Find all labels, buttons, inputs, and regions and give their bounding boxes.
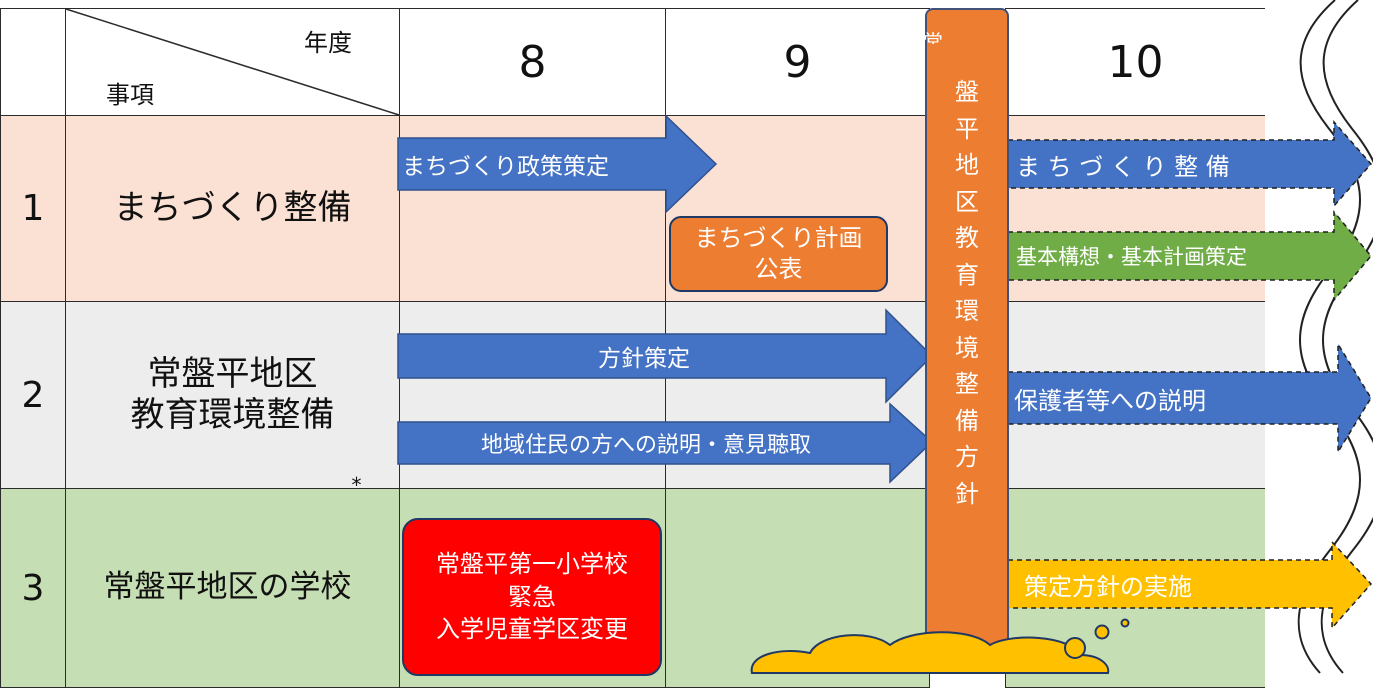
- implement-arrow-label: 策定方針の実施: [1024, 572, 1192, 601]
- plan-publish-box: まちづくり計画 公表: [669, 216, 888, 292]
- maintenance-arrow-label: ま ち づ く り 整 備: [1016, 152, 1230, 181]
- pillar-top-char: 常: [923, 32, 943, 44]
- hoshin-arrow-label: 方針策定: [598, 346, 690, 372]
- guardians-arrow: [1007, 341, 1372, 455]
- year-header-10: 10: [1005, 8, 1265, 116]
- header-corner-cell: 年度 事項: [65, 8, 400, 116]
- footnote-mark: *: [351, 473, 362, 497]
- concept-arrow: [1007, 209, 1372, 303]
- policy-pillar: 常 盤 平 地 区 教 育 環 境 整 備 方 針: [923, 8, 1009, 673]
- corner-diagonal: [65, 8, 400, 116]
- row-label-3: 常盤平地区の学校 *: [65, 473, 400, 688]
- row-number-2: 2: [0, 301, 66, 489]
- row-number-1: 1: [0, 115, 66, 302]
- pillar-char: 盤: [955, 78, 979, 106]
- pillar-char: 地: [955, 151, 979, 179]
- hoshin-arrow: [397, 308, 934, 404]
- concept-arrow-label: 基本構想・基本計画策定: [1016, 245, 1247, 269]
- policy-arrow: [397, 114, 718, 214]
- pillar-char: 教: [955, 224, 979, 252]
- row-label-2: 常盤平地区 教育環境整備: [65, 301, 400, 489]
- pillar-char: 備: [955, 406, 979, 435]
- year-header-9: 9: [665, 8, 930, 116]
- row-number-3: 3: [0, 488, 66, 688]
- residents-arrow: [397, 402, 934, 484]
- year-header-8: 8: [399, 8, 666, 116]
- guardians-arrow-label: 保護者等への説明: [1014, 386, 1206, 415]
- corner-year-label: 年度: [304, 29, 352, 57]
- row-label-3-text: 常盤平地区の学校: [103, 569, 352, 606]
- pillar-char: 育: [955, 260, 979, 289]
- school-change-box: 常盤平第一小学校 緊急 入学児童学区変更: [402, 518, 662, 676]
- pillar-char: 境: [955, 333, 979, 362]
- maintenance-arrow: [1007, 120, 1372, 208]
- row-label-1: まちづくり整備: [65, 115, 400, 302]
- pillar-text: 盤 平 地 区 教 育 環 境 整 備 方 針: [927, 74, 1007, 512]
- policy-arrow-label: まちづくり政策策定: [402, 154, 609, 180]
- pillar-char: 平: [955, 114, 979, 143]
- pillar-char: 環: [955, 297, 979, 325]
- thought-cloud: [750, 618, 1130, 674]
- corner-item-label: 事項: [106, 81, 154, 109]
- header-number-cell: [0, 8, 66, 116]
- pillar-char: 区: [955, 187, 979, 216]
- implement-arrow: [1007, 540, 1373, 630]
- pillar-char: 整: [955, 370, 979, 398]
- pillar-char: 針: [955, 479, 979, 508]
- residents-arrow-label: 地域住民の方への説明・意見聴取: [480, 433, 811, 458]
- pillar-char: 方: [955, 443, 979, 471]
